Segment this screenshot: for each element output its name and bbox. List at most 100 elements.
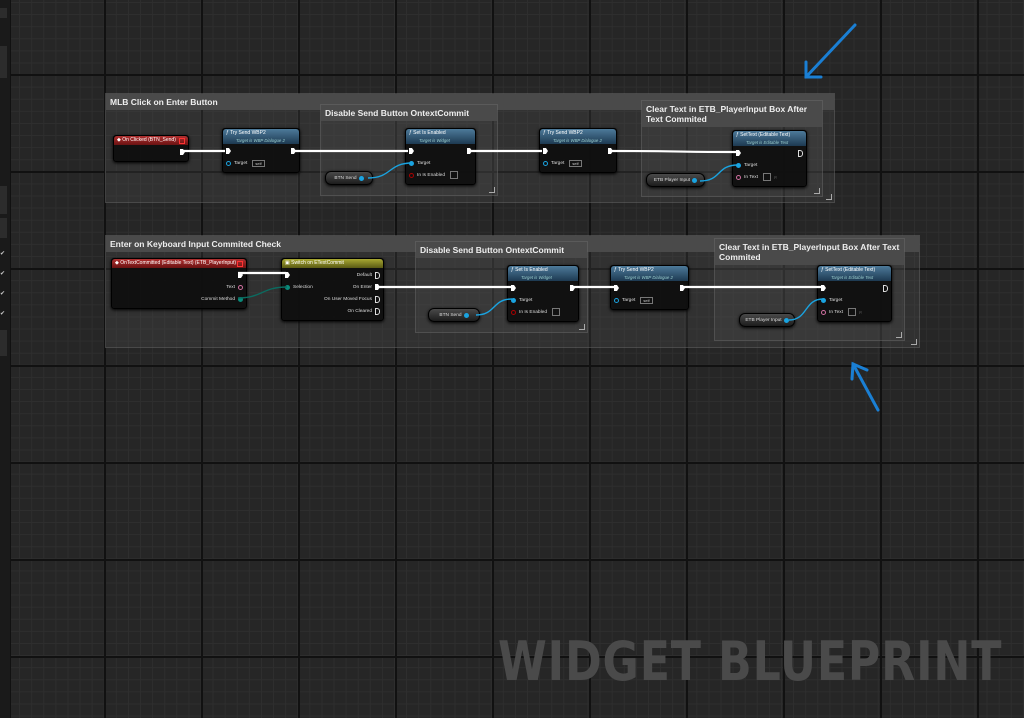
- variable-get-node[interactable]: BTN Send: [428, 308, 480, 322]
- data-pin-icon[interactable]: [238, 296, 243, 302]
- comment-box[interactable]: Clear Text in ETB_PlayerInput Box After …: [714, 238, 905, 341]
- pin-default-value[interactable]: self: [252, 159, 265, 167]
- node-header[interactable]: ƒ SetText (Editable Text)Target is Edita…: [733, 131, 806, 146]
- resize-grip-icon[interactable]: [826, 194, 832, 200]
- pin[interactable]: Target: [821, 297, 842, 303]
- data-pin-icon[interactable]: [821, 309, 826, 315]
- exec-pin-icon[interactable]: [821, 285, 826, 291]
- pin[interactable]: [798, 149, 803, 157]
- exec-pin-icon[interactable]: [238, 272, 243, 278]
- pin-checkbox[interactable]: [763, 173, 772, 181]
- node-header[interactable]: ◆ OnTextCommitted (Editable Text) (ETB_P…: [112, 259, 246, 268]
- exec-pin-icon[interactable]: [798, 149, 803, 157]
- pin[interactable]: Target: [511, 297, 532, 303]
- resize-grip-icon[interactable]: [489, 187, 495, 193]
- resize-grip-icon[interactable]: [579, 324, 585, 330]
- object-pin-icon[interactable]: [783, 317, 789, 323]
- panel-item[interactable]: [0, 8, 7, 18]
- panel-item[interactable]: [0, 218, 7, 238]
- checkmark-icon[interactable]: ✔: [0, 291, 6, 297]
- pin[interactable]: Selection: [285, 284, 313, 290]
- pin-checkbox[interactable]: [848, 308, 857, 316]
- output-delegate-icon[interactable]: [179, 138, 185, 144]
- panel-item[interactable]: [0, 46, 7, 78]
- pin[interactable]: [180, 149, 185, 155]
- pin[interactable]: In Text⚐: [736, 173, 778, 181]
- blueprint-node-m5[interactable]: ƒ SetText (Editable Text)Target is Edita…: [817, 265, 892, 322]
- blueprint-node-n1[interactable]: ◆ On Clicked (BTN_Send): [113, 135, 189, 162]
- panel-item[interactable]: [0, 330, 7, 356]
- pin-default-value[interactable]: self: [569, 159, 582, 167]
- blueprint-node-n5[interactable]: ƒ SetText (Editable Text)Target is Edita…: [732, 130, 807, 187]
- pin[interactable]: Target: [736, 162, 757, 168]
- data-pin-icon[interactable]: [614, 297, 619, 303]
- localize-flag-icon[interactable]: ⚐: [774, 174, 778, 180]
- resize-grip-icon[interactable]: [896, 332, 902, 338]
- pin[interactable]: [736, 150, 741, 156]
- node-header[interactable]: ƒ SetText (Editable Text)Target is Edita…: [818, 266, 891, 281]
- data-pin-icon[interactable]: [736, 162, 741, 168]
- variable-get-node[interactable]: ETB Player Input: [646, 173, 705, 187]
- exec-pin-icon[interactable]: [285, 272, 290, 278]
- exec-pin-icon[interactable]: [375, 307, 380, 315]
- comment-title[interactable]: Clear Text in ETB_PlayerInput Box After …: [715, 239, 904, 265]
- pin-checkbox[interactable]: [450, 171, 459, 179]
- pin[interactable]: [285, 272, 290, 278]
- pin[interactable]: Commit Method: [201, 296, 243, 302]
- pin[interactable]: Default: [357, 271, 380, 279]
- pin[interactable]: [238, 272, 243, 278]
- pin[interactable]: [883, 284, 888, 292]
- comment-title[interactable]: Disable Send Button OntextCommit: [321, 105, 497, 121]
- resize-grip-icon[interactable]: [814, 188, 820, 194]
- data-pin-icon[interactable]: [511, 297, 516, 303]
- pin[interactable]: Text: [226, 284, 243, 290]
- pin[interactable]: [614, 285, 619, 291]
- localize-flag-icon[interactable]: ⚐: [859, 309, 863, 315]
- comment-title[interactable]: Clear Text in ETB_PlayerInput Box After …: [642, 101, 822, 127]
- comment-title[interactable]: Disable Send Button OntextCommit: [416, 242, 587, 258]
- checkmark-icon[interactable]: ✔: [0, 271, 6, 277]
- object-pin-icon[interactable]: [358, 175, 364, 181]
- pin[interactable]: [409, 148, 414, 154]
- node-header[interactable]: ▣ Switch on ETextCommit: [282, 259, 383, 268]
- pin[interactable]: In Is Enabled: [511, 308, 561, 316]
- object-pin-icon[interactable]: [463, 312, 469, 318]
- data-pin-icon[interactable]: [736, 174, 741, 180]
- pin[interactable]: [511, 285, 516, 291]
- exec-pin-icon[interactable]: [226, 148, 231, 154]
- data-pin-icon[interactable]: [285, 284, 290, 290]
- pin[interactable]: [821, 285, 826, 291]
- pin[interactable]: In Is Enabled: [409, 171, 459, 179]
- pin[interactable]: On User Moved Focus: [324, 295, 380, 303]
- pin-default-value[interactable]: self: [640, 296, 653, 304]
- pin[interactable]: [543, 148, 548, 154]
- variable-get-node[interactable]: BTN Send: [325, 171, 373, 185]
- exec-pin-icon[interactable]: [736, 150, 741, 156]
- object-pin-icon[interactable]: [692, 177, 698, 183]
- exec-pin-icon[interactable]: [467, 148, 472, 154]
- data-pin-icon[interactable]: [511, 309, 516, 315]
- data-pin-icon[interactable]: [409, 172, 414, 178]
- panel-item[interactable]: [0, 186, 7, 214]
- exec-pin-icon[interactable]: [375, 295, 380, 303]
- node-header[interactable]: ◆ On Clicked (BTN_Send): [114, 136, 188, 145]
- pin-checkbox[interactable]: [552, 308, 561, 316]
- data-pin-icon[interactable]: [543, 160, 548, 166]
- pin[interactable]: In Text⚐: [821, 308, 863, 316]
- exec-pin-icon[interactable]: [375, 271, 380, 279]
- output-delegate-icon[interactable]: [237, 261, 243, 267]
- resize-grip-icon[interactable]: [911, 339, 917, 345]
- data-pin-icon[interactable]: [821, 297, 826, 303]
